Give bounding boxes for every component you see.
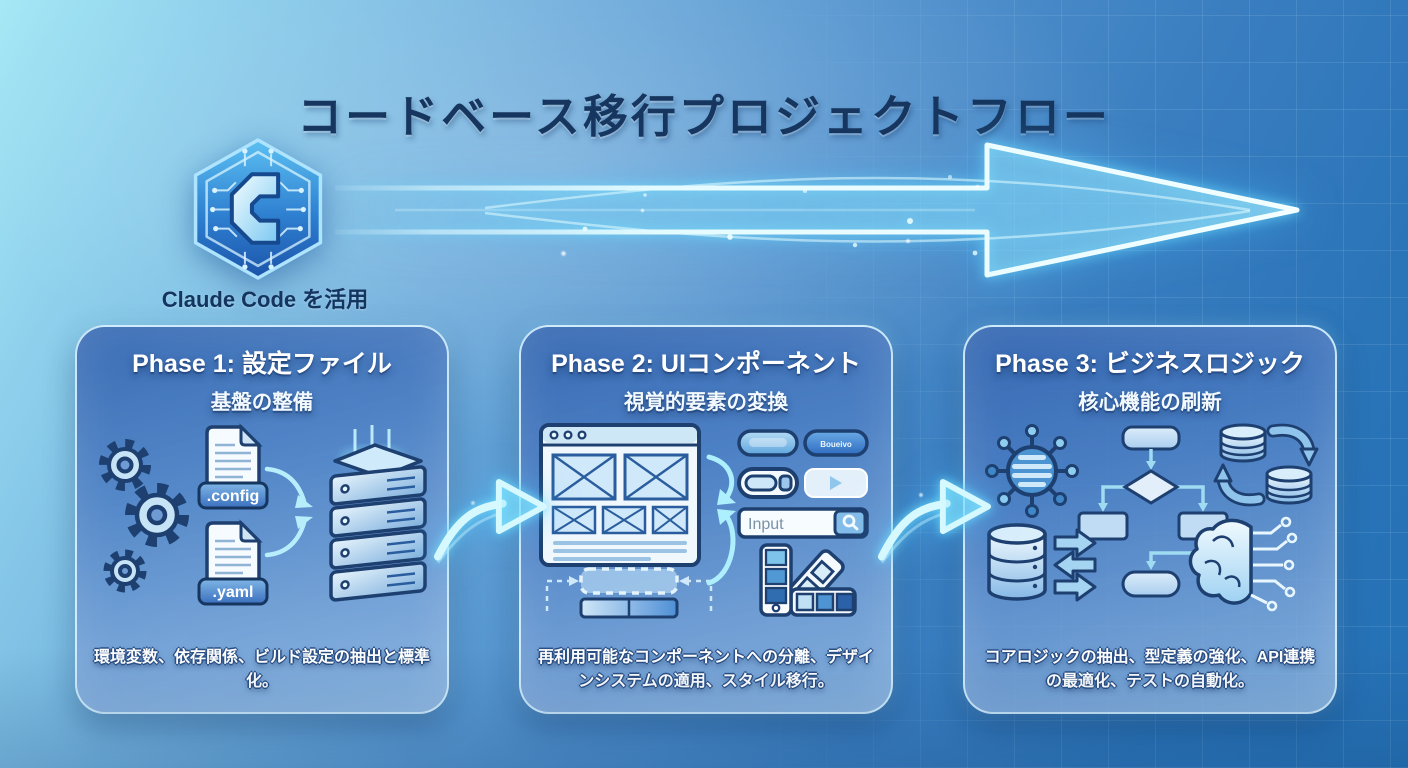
flow-arrow-icon (335, 142, 1300, 278)
connector-arrows-icon (706, 454, 736, 586)
phase-transition-arrow-icon (433, 478, 548, 564)
curved-arrows-icon (264, 466, 313, 558)
database-sync-icon (1213, 423, 1319, 507)
server-stack-icon (329, 425, 427, 602)
toggle-icon (737, 467, 799, 499)
phase-transition-arrow-icon (877, 478, 992, 564)
phase-3-description: コアロジックの抽出、型定義の強化、API連携の最適化、テストの自動化。 (984, 649, 1316, 690)
color-palette-icon (759, 543, 857, 617)
logo-letter-c (229, 172, 281, 245)
phase-3-header: Phase 3: ビジネスロジック (995, 350, 1305, 378)
config-file-icon: .config (197, 423, 269, 510)
pill-button-label: Boueivo (820, 440, 852, 449)
logo-label: Claude Code を活用 (161, 287, 369, 312)
play-button-icon (804, 468, 868, 498)
network-hub-icon (985, 424, 1079, 518)
input-field-illustration: Input (737, 507, 869, 539)
claude-code-logo-icon (193, 138, 323, 280)
brain-circuit-icon (1188, 516, 1298, 612)
component-diff-icon (545, 567, 713, 619)
phase-2-card: Phase 2: UIコンポーネント 視覚的要素の変換 (519, 325, 893, 714)
database-io-icon (987, 523, 1097, 602)
pill-buttons-icon: Boueivo (737, 429, 869, 457)
search-icon (833, 509, 867, 537)
config-file-label: .config (207, 488, 259, 505)
phase-1-header: Phase 1: 設定ファイル (132, 350, 392, 378)
phase-1-description: 環境変数、依存関係、ビルド設定の抽出と標準化。 (93, 649, 430, 690)
phase-1-card: Phase 1: 設定ファイル 基盤の整備 (75, 325, 449, 714)
gears-icon (99, 439, 189, 593)
page-title: コードベース移行プロジェクトフロー (297, 91, 1111, 143)
phase-3-card: Phase 3: ビジネスロジック 核心機能の刷新 (963, 325, 1337, 714)
phase-3-subtitle: 核心機能の刷新 (1078, 391, 1222, 414)
yaml-file-icon: .yaml (197, 519, 269, 606)
input-placeholder-text: Input (748, 516, 784, 533)
browser-wireframe-icon (539, 423, 701, 567)
phase-1-subtitle: 基盤の整備 (210, 391, 314, 414)
flowchart-icon (1077, 425, 1229, 598)
phase-2-header: Phase 2: UIコンポーネント (551, 350, 861, 378)
phase-2-subtitle: 視覚的要素の変換 (624, 391, 788, 414)
phase-2-description: 再利用可能なコンポーネントへの分離、デザインシステムの適用、スタイル移行。 (537, 649, 874, 690)
yaml-file-label: .yaml (213, 584, 254, 601)
